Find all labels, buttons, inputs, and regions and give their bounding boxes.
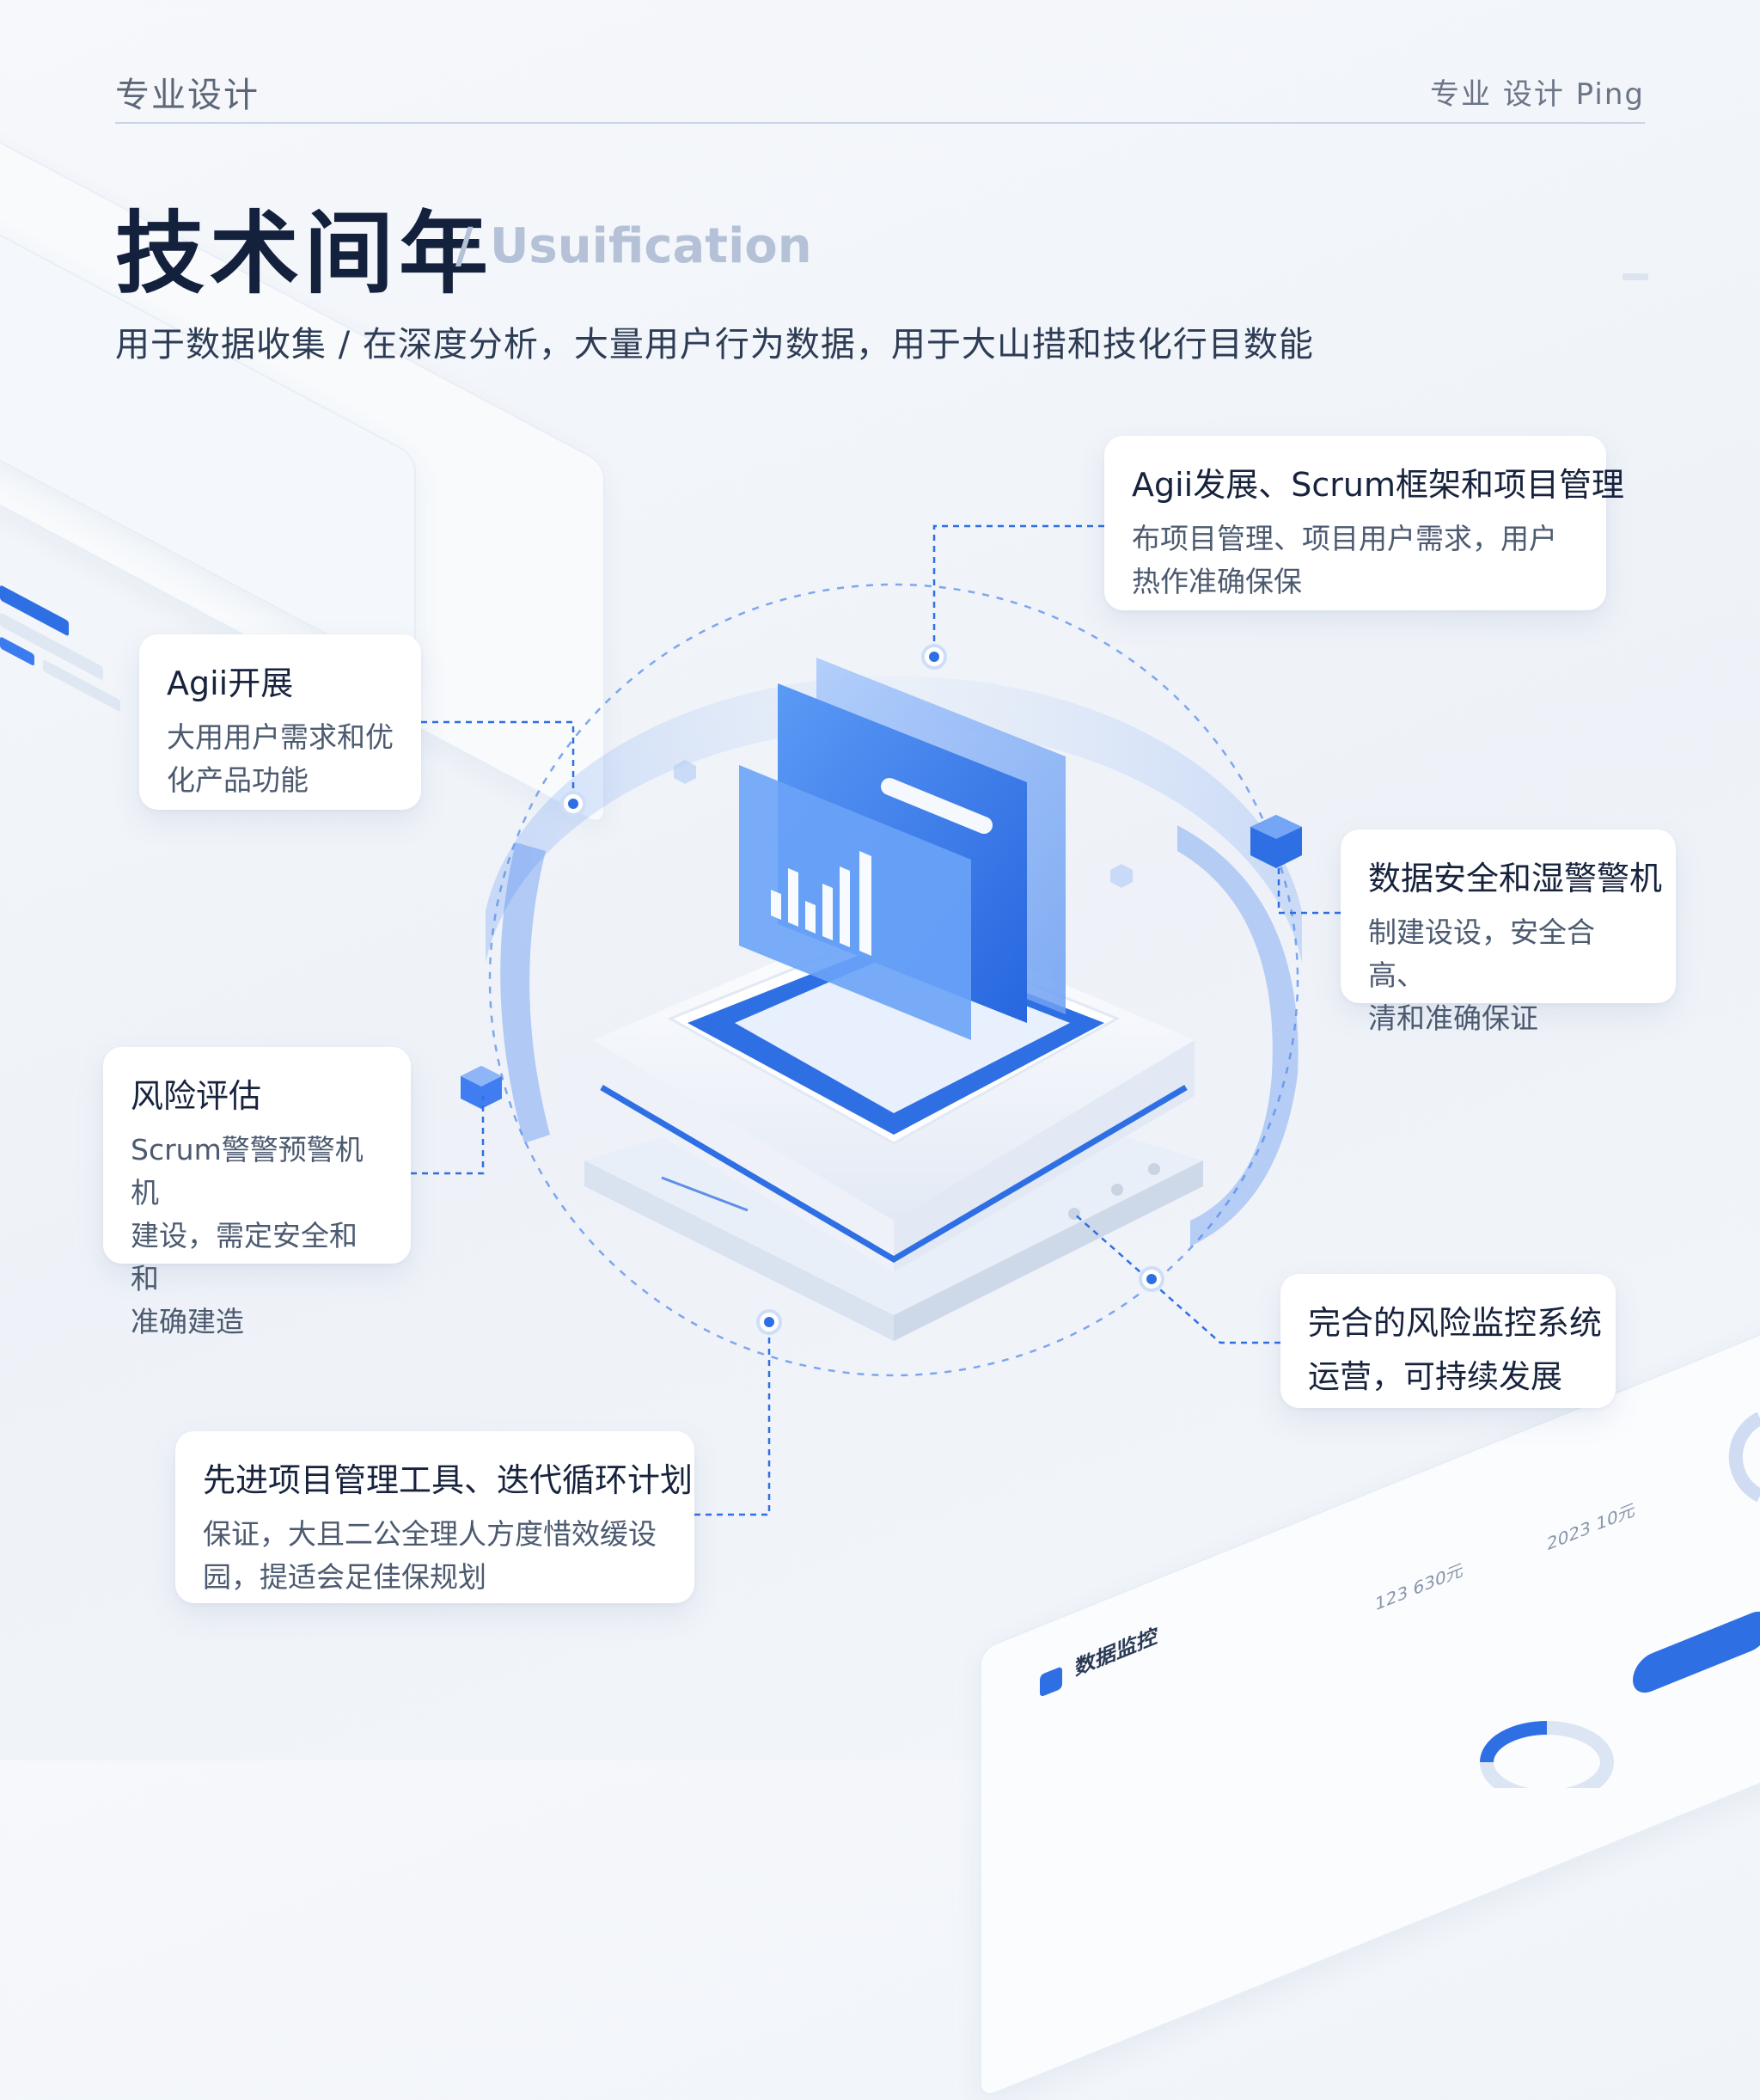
- card-right-lower-line-1: 运营，可持续发展: [1308, 1358, 1562, 1395]
- card-left-lower-title: 风险评估: [131, 1077, 262, 1115]
- orbit-circle: [488, 583, 1299, 1377]
- brand-left: 专业设计: [115, 76, 260, 115]
- donut-chart-icon-2: [1728, 1411, 1760, 1503]
- bar-chart-icon: [771, 851, 871, 956]
- card-left-lower: 风险评估 Scrum警警预警机机 建设，需定安全和和 准确建造: [103, 1047, 411, 1338]
- accent-dash: [1622, 273, 1648, 280]
- header-divider: [115, 122, 1645, 124]
- card-top-right: Agii发展、Scrum框架和项目管理 布项目管理、项目用户需求，用户 热作准确…: [1104, 436, 1624, 610]
- card-left-upper-title: Agii开展: [167, 664, 294, 702]
- connector-lines: [411, 524, 1341, 1516]
- page-title: 技术间年: [115, 201, 494, 306]
- cube-icon-2: [461, 1066, 502, 1109]
- card-right-middle-line-1: 制建设设，安全合高、: [1368, 915, 1595, 992]
- card-left-upper-line-1: 大用用户需求和优: [167, 720, 394, 754]
- card-bottom-title: 先进项目管理工具、迭代循环计划: [203, 1461, 694, 1499]
- card-bottom-body: 保证，大且二公全理人方度惜效缓设 园，提适会足佳保规划: [203, 1513, 667, 1599]
- ring-band-back: [486, 676, 1302, 963]
- card-top-right-line-1: 布项目管理、项目用户需求，用户: [1132, 522, 1557, 555]
- brand-right: 专业 设计 Ping: [1430, 77, 1645, 112]
- card-right-lower-title: 完合的风险监控系统: [1308, 1304, 1603, 1342]
- intro-text: 用于数据收集 / 在深度分析，大量用户行为数据，用于大山措和技化行目数能: [115, 325, 1314, 364]
- card-right-middle: 数据安全和湿警警机 制建设设，安全合高、 清和准确保证: [1341, 830, 1676, 1035]
- card-left-upper-body: 大用用户需求和优 化产品功能: [167, 716, 394, 802]
- cube-icon: [1250, 815, 1302, 868]
- card-right-lower: 完合的风险监控系统 运营，可持续发展: [1280, 1274, 1616, 1408]
- connector-nodes: [560, 644, 1164, 1335]
- ring-right-arc: [1177, 825, 1299, 1246]
- card-left-upper-line-2: 化产品功能: [167, 763, 309, 797]
- card-top-right-body: 布项目管理、项目用户需求，用户 热作准确保保: [1132, 517, 1579, 603]
- cube-icon-small: [674, 760, 1133, 888]
- card-left-lower-body: Scrum警警预警机机 建设，需定安全和和 准确建造: [131, 1129, 383, 1344]
- ring-left-arc: [500, 842, 550, 1143]
- card-left-upper: Agii开展 大用用户需求和优 化产品功能: [139, 634, 421, 810]
- card-top-right-line-2: 热作准确保保: [1132, 565, 1302, 598]
- page-subtitle: / Usuification: [455, 218, 812, 274]
- screen-front: [739, 765, 971, 1040]
- card-right-middle-body: 制建设设，安全合高、 清和准确保证: [1368, 911, 1648, 1040]
- card-right-lower-body: 运营，可持续发展: [1308, 1356, 1588, 1399]
- card-bottom-line-1: 保证，大且二公全理人方度惜效缓设: [203, 1517, 657, 1551]
- card-right-middle-title: 数据安全和湿警警机: [1368, 860, 1663, 897]
- card-bottom-line-2: 园，提适会足佳保规划: [203, 1560, 486, 1594]
- card-right-middle-line-2: 清和准确保证: [1368, 1001, 1538, 1035]
- card-left-lower-line-2: 建设，需定安全和和: [131, 1219, 358, 1295]
- central-illustration: [411, 524, 1341, 1516]
- base-glow-edge: [600, 1084, 1188, 1264]
- background-bars: [0, 585, 120, 712]
- card-bottom: 先进项目管理工具、迭代循环计划 保证，大且二公全理人方度惜效缓设 园，提适会足佳…: [175, 1431, 694, 1603]
- card-left-lower-line-3: 准确建造: [131, 1305, 244, 1338]
- card-left-lower-line-1: Scrum警警预警机机: [131, 1133, 364, 1209]
- card-top-right-title: Agii发展、Scrum框架和项目管理: [1132, 466, 1624, 504]
